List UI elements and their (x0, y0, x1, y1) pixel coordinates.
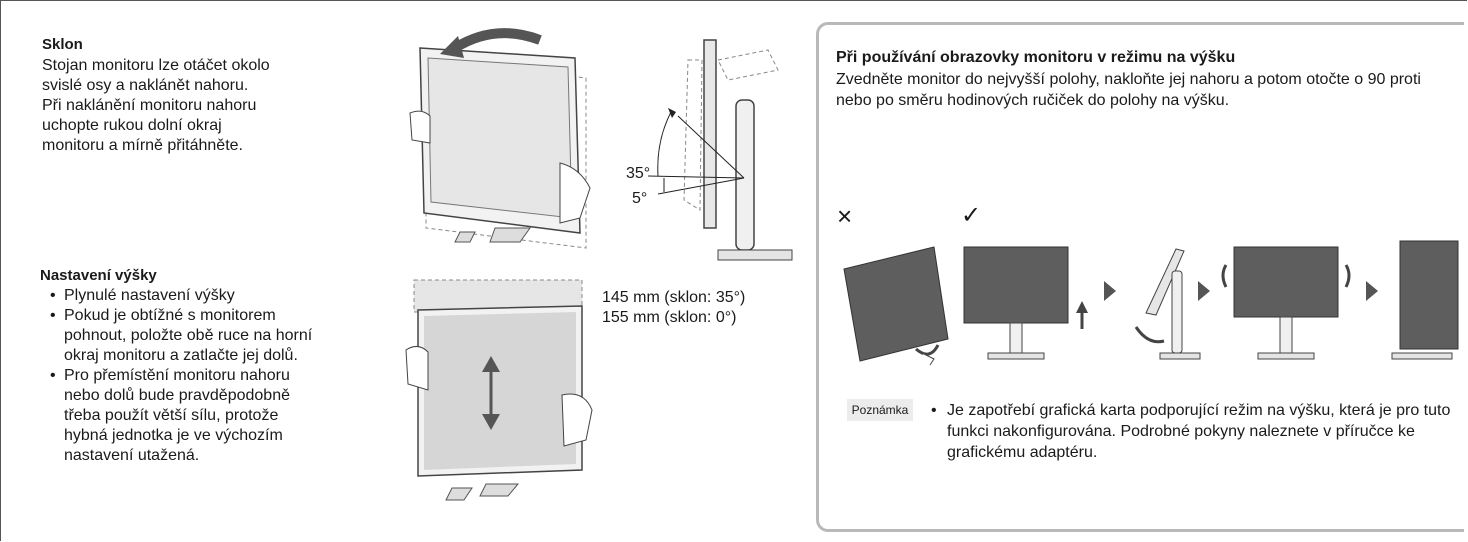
portrait-intro: Zvedněte monitor do nejvyšší polohy, nak… (836, 71, 1421, 109)
bullet-line: třeba použít větší sílu, protože (64, 407, 279, 424)
step-arrow (1366, 281, 1378, 301)
tilt-line: Stojan monitoru lze otáčet okolo (42, 57, 270, 74)
bullet-line: Pro přemístění monitoru nahoru (64, 367, 290, 384)
tilt-line: uchopte rukou dolní okraj (42, 117, 222, 134)
tilt-description: Stojan monitoru lze otáčet okolo svislé … (42, 56, 372, 156)
bullet-line: nebo dolů bude pravděpodobně (64, 387, 290, 404)
height-bullet: Pokud je obtížné s monitorem pohnout, po… (40, 306, 390, 366)
height-section: Nastavení výšky Plynulé nastavení výšky … (40, 267, 390, 466)
portrait-mode-panel: Při používání obrazovky monitoru v režim… (816, 22, 1464, 532)
tilt-front-illustration (409, 28, 591, 249)
tilt-angle-5-label: 5° (632, 190, 648, 207)
wrong-mark: × (837, 201, 853, 231)
rotation-steps-illustration (843, 240, 1459, 366)
tilt-line: Při naklánění monitoru nahoru (42, 97, 257, 114)
tilt-line: svislé osy a naklánět nahoru. (42, 77, 249, 94)
height-range-flat: 155 mm (sklon: 0°) (602, 309, 737, 326)
note-text: Je zapotřebí grafická karta podporující … (929, 400, 1468, 463)
height-bullet-list: Plynulé nastavení výšky Pokud je obtížné… (40, 286, 390, 466)
step-arrow (1198, 281, 1210, 301)
tilt-angle-35-label: 35° (626, 165, 651, 182)
height-range-tilted: 145 mm (sklon: 35°) (602, 289, 746, 306)
note-badge: Poznámka (847, 399, 913, 421)
bullet-line: Pokud je obtížné s monitorem (64, 307, 276, 324)
bullet-line: hybná jednotka je ve výchozím (64, 427, 283, 444)
wrong-rotation-monitor (843, 246, 949, 366)
bullet-line: okraj monitoru a zatlačte jej dolů. (64, 347, 298, 364)
bullet-line: pohnout, položte obě ruce na horní (64, 327, 313, 344)
portrait-title: Při používání obrazovky monitoru v režim… (836, 49, 1236, 66)
tilt-section: Sklon Stojan monitoru lze otáčet okolo s… (42, 36, 372, 156)
tilt-monitor-step (1134, 248, 1201, 360)
bullet-line: Plynulé nastavení výšky (64, 287, 235, 304)
height-bullet: Plynulé nastavení výšky (40, 286, 390, 306)
bullet-line: nastavení utažená. (64, 447, 200, 464)
height-illustration (405, 279, 593, 501)
lift-monitor-step (963, 246, 1088, 360)
rotate-monitor-step (1221, 246, 1351, 360)
portrait-monitor-result (1391, 240, 1459, 360)
height-title: Nastavení výšky (40, 267, 157, 284)
step-arrow (1104, 281, 1116, 301)
right-mark: ✓ (961, 202, 982, 229)
tilt-title: Sklon (42, 36, 83, 53)
tilt-line: monitoru a mírně přitáhněte. (42, 137, 243, 154)
height-bullet: Pro přemístění monitoru nahoru nebo dolů… (40, 366, 390, 466)
tilt-side-illustration (647, 39, 793, 261)
